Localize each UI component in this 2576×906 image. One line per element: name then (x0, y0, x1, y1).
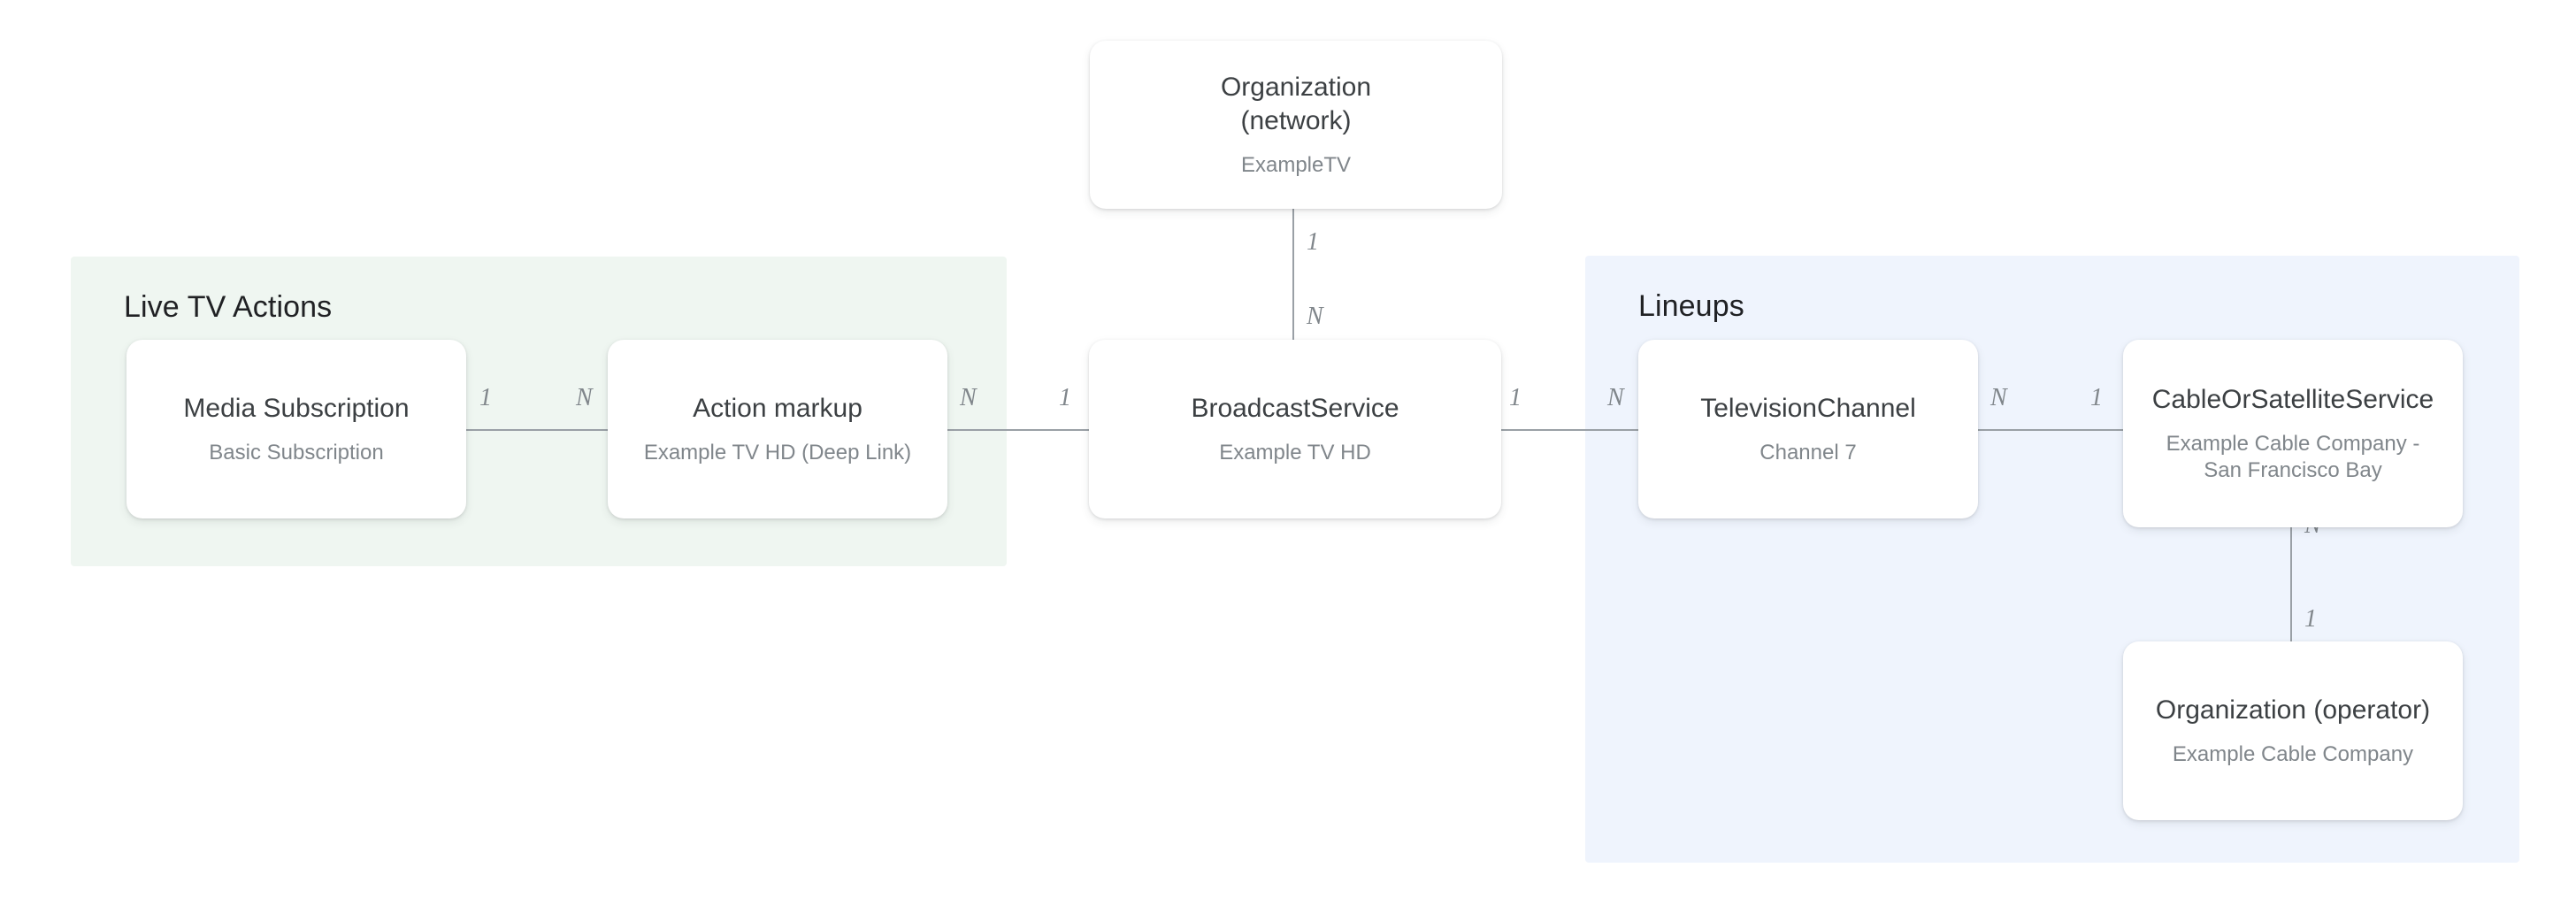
connector-media-subscription-to-action-markup (466, 429, 608, 431)
node-organization-network[interactable]: Organization (network) ExampleTV (1090, 41, 1502, 209)
node-media-subscription[interactable]: Media Subscription Basic Subscription (126, 340, 466, 518)
cardinality-org-network-out: 1 (1307, 228, 1319, 256)
node-title: CableOrSatelliteService (2151, 384, 2434, 414)
node-subtitle: Example TV HD (1219, 441, 1371, 465)
node-broadcast-service[interactable]: BroadcastService Example TV HD (1089, 340, 1501, 518)
cardinality-media-subscription-out: 1 (479, 384, 492, 411)
panel-title-live-tv-actions: Live TV Actions (124, 290, 333, 324)
node-subtitle: ExampleTV (1240, 153, 1352, 178)
node-cable-or-satellite-service[interactable]: CableOrSatelliteService Example Cable Co… (2123, 340, 2463, 527)
node-subtitle: Channel 7 (1760, 441, 1857, 465)
cardinality-broadcast-out-right: 1 (1509, 384, 1522, 411)
node-subtitle: Example TV HD (Deep Link) (643, 441, 912, 465)
node-organization-operator[interactable]: Organization (operator) Example Cable Co… (2123, 641, 2463, 820)
node-title: Media Subscription (183, 393, 410, 423)
cardinality-action-markup-in: N (576, 384, 593, 411)
connector-cable-to-org-operator (2290, 526, 2292, 641)
node-action-markup[interactable]: Action markup Example TV HD (Deep Link) (608, 340, 947, 518)
cardinality-action-markup-out: N (960, 384, 977, 411)
cardinality-cable-in-left: 1 (2090, 384, 2103, 411)
connector-broadcast-to-television-channel (1497, 429, 1638, 431)
cardinality-broadcast-in-top: N (1307, 303, 1323, 330)
node-title: Organization (network) (1220, 72, 1372, 135)
node-title: TelevisionChannel (1700, 393, 1916, 423)
cardinality-television-channel-out: N (1990, 384, 2007, 411)
connector-television-channel-to-cable (1978, 429, 2123, 431)
node-title: Organization (operator) (2155, 695, 2431, 725)
connector-org-network-to-broadcast (1292, 209, 1294, 340)
node-title: BroadcastService (1191, 393, 1399, 423)
node-title: Action markup (693, 393, 862, 423)
cardinality-broadcast-in-left: 1 (1059, 384, 1071, 411)
panel-title-lineups: Lineups (1638, 289, 1744, 323)
node-subtitle: Example Cable Company - San Francisco Ba… (2166, 432, 2420, 483)
node-television-channel[interactable]: TelevisionChannel Channel 7 (1638, 340, 1978, 518)
node-subtitle: Example Cable Company (2172, 742, 2414, 767)
cardinality-org-operator-in: 1 (2304, 605, 2317, 633)
connector-action-markup-to-broadcast (947, 429, 1089, 431)
node-subtitle: Basic Subscription (209, 441, 384, 465)
cardinality-television-channel-in: N (1607, 384, 1624, 411)
